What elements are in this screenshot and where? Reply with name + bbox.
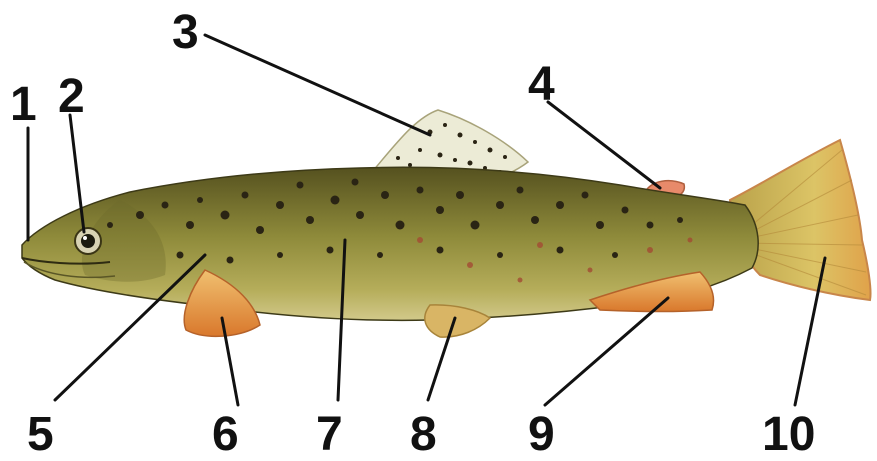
leader-4 [548,102,660,188]
callout-number-1: 1 [10,78,37,131]
callout-number-3: 3 [172,6,199,59]
leader-3 [205,35,430,135]
callout-number-4: 4 [528,58,555,111]
trout-illustration [22,110,871,337]
callout-number-5: 5 [27,408,54,461]
callout-number-8: 8 [410,408,437,461]
callout-number-7: 7 [316,408,343,461]
callout-number-6: 6 [212,408,239,461]
callout-number-2: 2 [58,70,85,123]
leader-9 [545,298,668,405]
callout-number-10: 10 [762,408,815,461]
eye [75,228,101,254]
callout-number-9: 9 [528,408,555,461]
